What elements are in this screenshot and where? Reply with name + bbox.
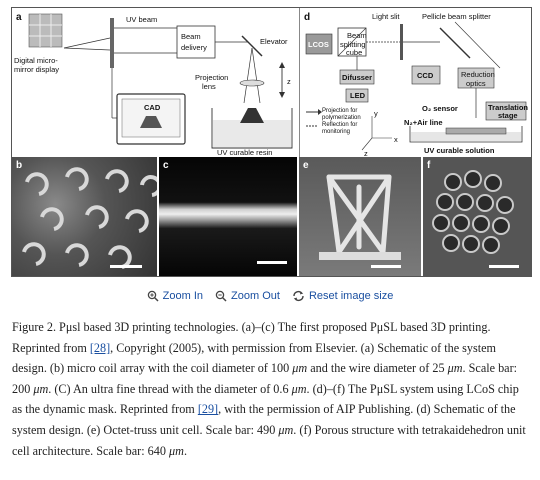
panel-letter-a: a — [16, 12, 22, 23]
photo-e-octet-truss: e — [299, 157, 421, 276]
caption-text-6: . (d)–(f) The PμSL system using LCoS chi… — [12, 381, 519, 417]
caption-text-5: . (C) An ultra fine thread with the diam… — [48, 381, 292, 396]
o2-sensor-label: O₂ sensor — [422, 104, 458, 113]
difusser-label: Difusser — [342, 73, 372, 82]
light-slit-label: Light slit — [372, 12, 400, 21]
legend-reflection-1: Reflection for — [322, 122, 357, 128]
beam-split-label-3: cube — [346, 48, 362, 57]
reduction-label-1: Reduction — [461, 70, 495, 79]
uv-beam-label: UV beam — [126, 15, 157, 24]
panel-letter-b: b — [16, 160, 23, 171]
panel-a-schematic: a Digital micro- mirror display UV beam … — [14, 12, 293, 157]
reference-link-28[interactable]: [28] — [89, 340, 111, 355]
zoom-in-button[interactable]: Zoom In — [147, 290, 203, 302]
translation-label-2: stage — [498, 111, 518, 120]
uv-solution-label: UV curable solution — [424, 146, 495, 155]
caption-text-9: . — [183, 443, 187, 458]
photo-f-porous-structure: f — [423, 157, 531, 276]
dmd-label-1: Digital micro- — [14, 56, 58, 65]
axis-y-label: y — [374, 109, 378, 118]
photo-b-micro-coils: b — [12, 157, 157, 276]
panel-letter-c: c — [163, 160, 169, 171]
image-toolbar: Zoom In Zoom Out Reset image size — [0, 286, 540, 306]
pellicle-label: Pellicle beam splitter — [422, 12, 491, 21]
ccd-label: CCD — [417, 71, 434, 80]
resin-label: UV curable resin — [217, 148, 272, 157]
reduction-label-2: optics — [466, 79, 486, 88]
caption-text-4: . Scale bar: 200 — [12, 361, 518, 396]
refresh-icon — [293, 291, 304, 301]
zoom-out-icon — [215, 290, 227, 302]
caption-unit-3: μm — [33, 381, 49, 396]
reset-image-size-button[interactable]: Reset image size — [292, 290, 393, 302]
caption-text-8: . (f) Porous structure with tetrakaidehe… — [12, 422, 526, 458]
projection-lens-label-2: lens — [202, 82, 216, 91]
zoom-in-icon — [147, 290, 159, 302]
caption-unit-1: μm — [292, 361, 308, 376]
panel-letter-d: d — [304, 12, 310, 23]
caption-unit-2: μm — [447, 361, 463, 376]
projection-lens-label-1: Projection — [195, 73, 228, 82]
axis-x-label: x — [394, 135, 398, 144]
beam-delivery-label-2: delivery — [181, 43, 207, 52]
caption-unit-4: μm — [291, 381, 307, 396]
panel-letter-f: f — [427, 160, 431, 171]
panel-d-schematic: d Light slit Pellicle beam splitter LCOS… — [304, 12, 528, 157]
beam-split-label-1: Beam — [347, 31, 367, 40]
legend-projection-2: polymerization — [322, 115, 361, 121]
caption-text-1: Figure 2. Pμsl based 3D printing technol… — [12, 320, 491, 355]
axis-z-label: z — [364, 149, 368, 157]
zoom-in-label: Zoom In — [162, 290, 204, 302]
legend-reflection-2: monitoring — [322, 129, 350, 135]
z-axis-label: z — [287, 77, 291, 86]
caption-unit-6: μm — [169, 443, 184, 458]
dmd-label-2: mirror display — [14, 65, 59, 74]
lcos-label: LCOS — [308, 40, 329, 49]
figure-caption: Figure 2. Pμsl based 3D printing technol… — [12, 317, 530, 461]
translation-label-1: Translation — [488, 103, 528, 112]
beam-delivery-label-1: Beam — [181, 32, 201, 41]
zoom-out-label: Zoom Out — [231, 290, 280, 302]
panel-letter-e: e — [303, 160, 309, 171]
caption-text-3: and the wire diameter of 25 — [307, 361, 448, 376]
legend-projection-1: Projection for — [322, 108, 357, 114]
zoom-out-button[interactable]: Zoom Out — [215, 290, 280, 302]
caption-text-7: , with the permission of AIP Publishing.… — [12, 402, 516, 437]
cad-label: CAD — [144, 103, 161, 112]
caption-text-2: , Copyright (2005), with permission from… — [12, 340, 497, 376]
figure-image[interactable]: a Digital micro- mirror display UV beam … — [11, 7, 532, 277]
beam-split-label-2: splitting — [340, 40, 365, 49]
elevator-label: Elevator — [260, 37, 288, 46]
reference-link-29[interactable]: [29] — [197, 402, 219, 417]
dmd-grid — [28, 13, 63, 48]
n2-line-label: N₂+Air line — [404, 118, 443, 127]
led-label: LED — [350, 91, 366, 100]
caption-unit-5: μm — [278, 422, 294, 437]
photo-c-fine-thread: c — [159, 157, 297, 276]
reset-image-size-label: Reset image size — [308, 290, 394, 302]
photo-row: b c e — [12, 157, 531, 276]
